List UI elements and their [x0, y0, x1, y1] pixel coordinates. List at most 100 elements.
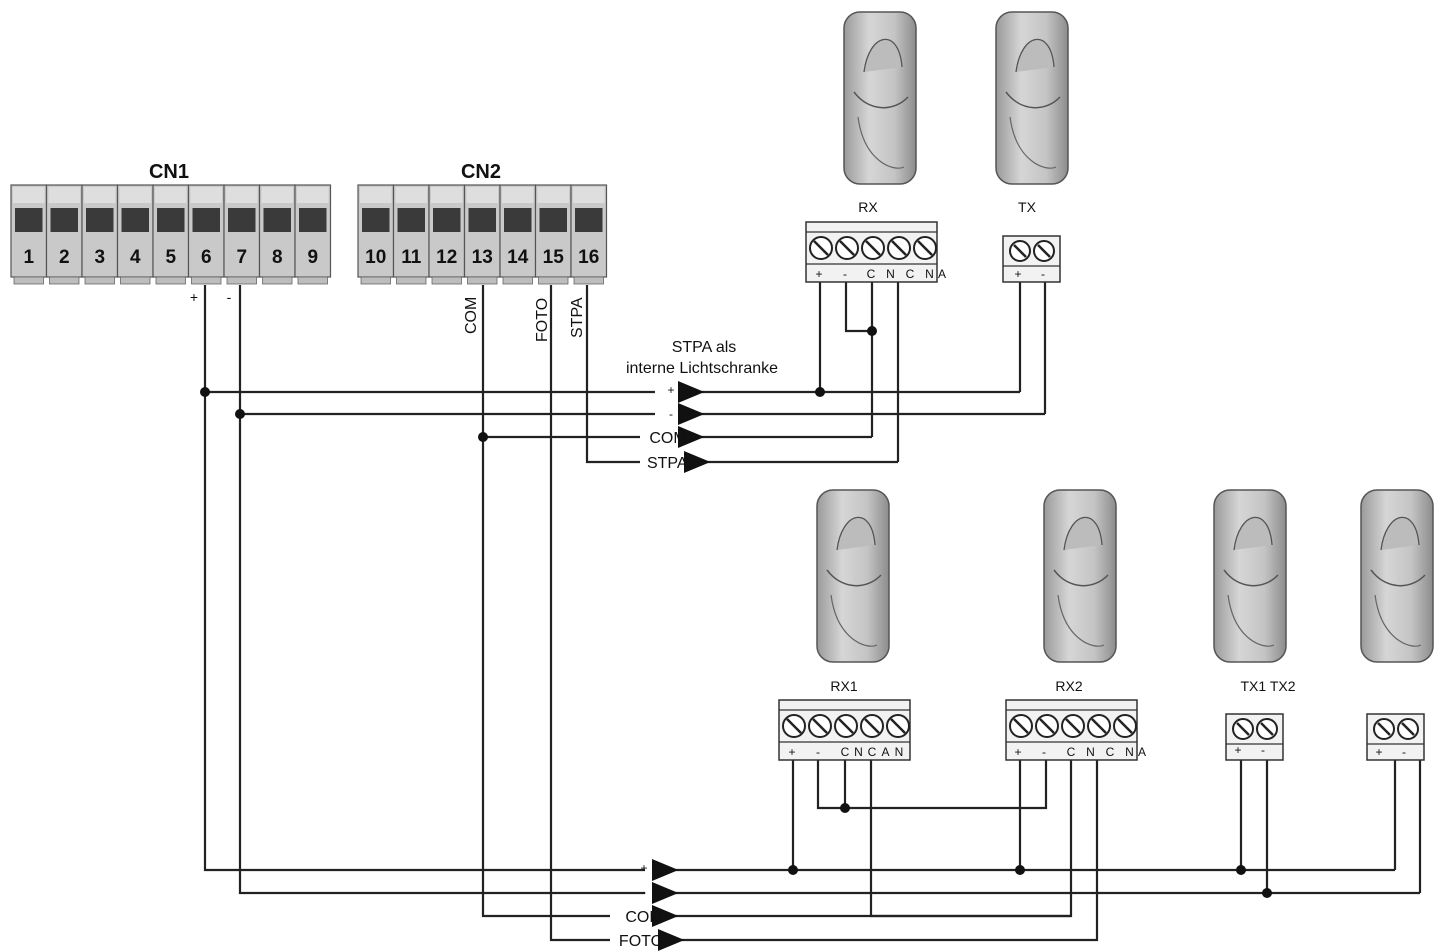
pin-label: N — [886, 267, 895, 281]
pin-label: + — [1234, 743, 1241, 757]
upper-bus-plus: + — [667, 383, 674, 397]
connector-terminal: 11 — [392, 184, 430, 285]
rx1-pins-power: +- — [788, 745, 820, 759]
tx-label: TX — [1018, 199, 1037, 215]
lower-bus-com: COM — [625, 909, 662, 926]
foto-vertical-label: FOTO — [534, 298, 551, 342]
terminal-number: 15 — [543, 247, 565, 268]
pin-label: N — [1086, 745, 1095, 759]
connector-terminal: 4 — [116, 184, 154, 285]
tx-terminal-block — [1002, 235, 1061, 283]
pin-label: C — [1106, 745, 1115, 759]
pin-label: A — [881, 745, 889, 759]
pin-label: - — [843, 267, 847, 281]
rx-photocell-device — [843, 11, 917, 185]
tx1-pins: +- — [1234, 743, 1265, 757]
terminal-number: 2 — [59, 247, 70, 268]
rx2-terminal-block — [1005, 699, 1138, 761]
connector-terminal: 3 — [81, 184, 119, 285]
connector-terminal: 8 — [258, 184, 296, 285]
pin-label: + — [1014, 745, 1021, 759]
rx-pins-power: +- — [815, 267, 847, 281]
lower-bus-minus: - — [642, 885, 646, 899]
tx1-terminal-block — [1225, 713, 1284, 761]
terminal-number: 6 — [201, 247, 212, 268]
cn1-minus-label: - — [227, 289, 232, 305]
rx1-terminal-block — [778, 699, 911, 761]
terminal-number: 8 — [272, 247, 283, 268]
rx2-label: RX2 — [1055, 678, 1082, 694]
terminal-number: 10 — [365, 247, 386, 268]
pin-label: + — [788, 745, 795, 759]
tx-photocell-device — [995, 11, 1069, 185]
terminal-number: 16 — [578, 247, 599, 268]
terminal-number: 1 — [23, 247, 34, 268]
rx2-pins-power: +- — [1014, 745, 1046, 759]
cn1-connector: CN1 1 2 3 4 5 6 7 8 9 — [10, 161, 332, 285]
lower-wiring — [652, 760, 1422, 951]
cn1-label: CN1 — [149, 161, 189, 183]
pin-label: N — [1125, 745, 1134, 759]
pin-label: + — [815, 267, 822, 281]
connector-terminal: 5 — [152, 184, 190, 285]
connector-terminal: 6 — [187, 184, 225, 285]
upper-bus-minus: - — [669, 407, 673, 421]
com-vertical-label: COM — [463, 297, 480, 334]
pin-label: A — [1138, 745, 1146, 759]
tx2-pins: +- — [1375, 745, 1406, 759]
connector-terminal: 16 — [570, 184, 608, 285]
connector-terminal: 13 — [463, 184, 501, 285]
stpa-vertical-label: STPA — [569, 297, 586, 338]
terminal-number: 12 — [436, 247, 457, 268]
connector-terminal: 14 — [499, 184, 537, 285]
terminal-number: 9 — [307, 247, 318, 268]
pin-label: + — [1375, 745, 1382, 759]
connector-terminal: 15 — [534, 184, 572, 285]
rx-terminal-block — [805, 221, 938, 283]
terminal-number: 3 — [94, 247, 105, 268]
tx-pins: +- — [1014, 267, 1045, 281]
terminal-number: 4 — [130, 247, 141, 268]
pin-label: - — [1402, 745, 1406, 759]
connector-terminal: 10 — [357, 184, 395, 285]
tx2-terminal-block — [1366, 713, 1425, 761]
rx-label: RX — [858, 199, 878, 215]
terminal-number: 11 — [401, 247, 422, 268]
cn1-plus-label: + — [190, 289, 198, 305]
pin-label: C — [868, 745, 877, 759]
upper-bus-com: COM — [649, 430, 686, 447]
pin-label: C — [1067, 745, 1076, 759]
cn2-label: CN2 — [461, 161, 501, 183]
terminal-number: 5 — [165, 247, 176, 268]
lower-bus-foto: FOTO — [619, 933, 663, 950]
upper-wiring — [200, 282, 1047, 942]
upper-bus-stpay: STPAY — [647, 455, 697, 472]
connector-terminal: 9 — [294, 184, 332, 285]
stpa-note-line1: STPA als — [672, 339, 737, 356]
connector-terminal: 1 — [10, 184, 48, 285]
tx2-photocell-device — [1360, 489, 1434, 663]
pin-label: N — [925, 267, 934, 281]
terminal-number: 13 — [472, 247, 493, 268]
pin-label: C — [906, 267, 915, 281]
lower-bus-plus: + — [640, 861, 647, 875]
pin-label: N — [854, 745, 863, 759]
terminal-number: 14 — [507, 247, 529, 268]
connector-terminal: 7 — [223, 184, 261, 285]
pin-label: N — [895, 745, 904, 759]
pin-label: - — [1261, 743, 1265, 757]
rx1-photocell-device — [816, 489, 890, 663]
rx1-label: RX1 — [830, 678, 857, 694]
pin-label: - — [1042, 745, 1046, 759]
pin-label: - — [1041, 267, 1045, 281]
pin-label: A — [938, 267, 946, 281]
connector-terminal: 2 — [45, 184, 83, 285]
tx1tx2-label: TX1 TX2 — [1241, 678, 1296, 694]
cn2-connector: CN2 10 11 12 13 14 15 16 — [357, 161, 608, 285]
rx2-photocell-device — [1043, 489, 1117, 663]
pin-label: - — [816, 745, 820, 759]
terminal-number: 7 — [236, 247, 247, 268]
